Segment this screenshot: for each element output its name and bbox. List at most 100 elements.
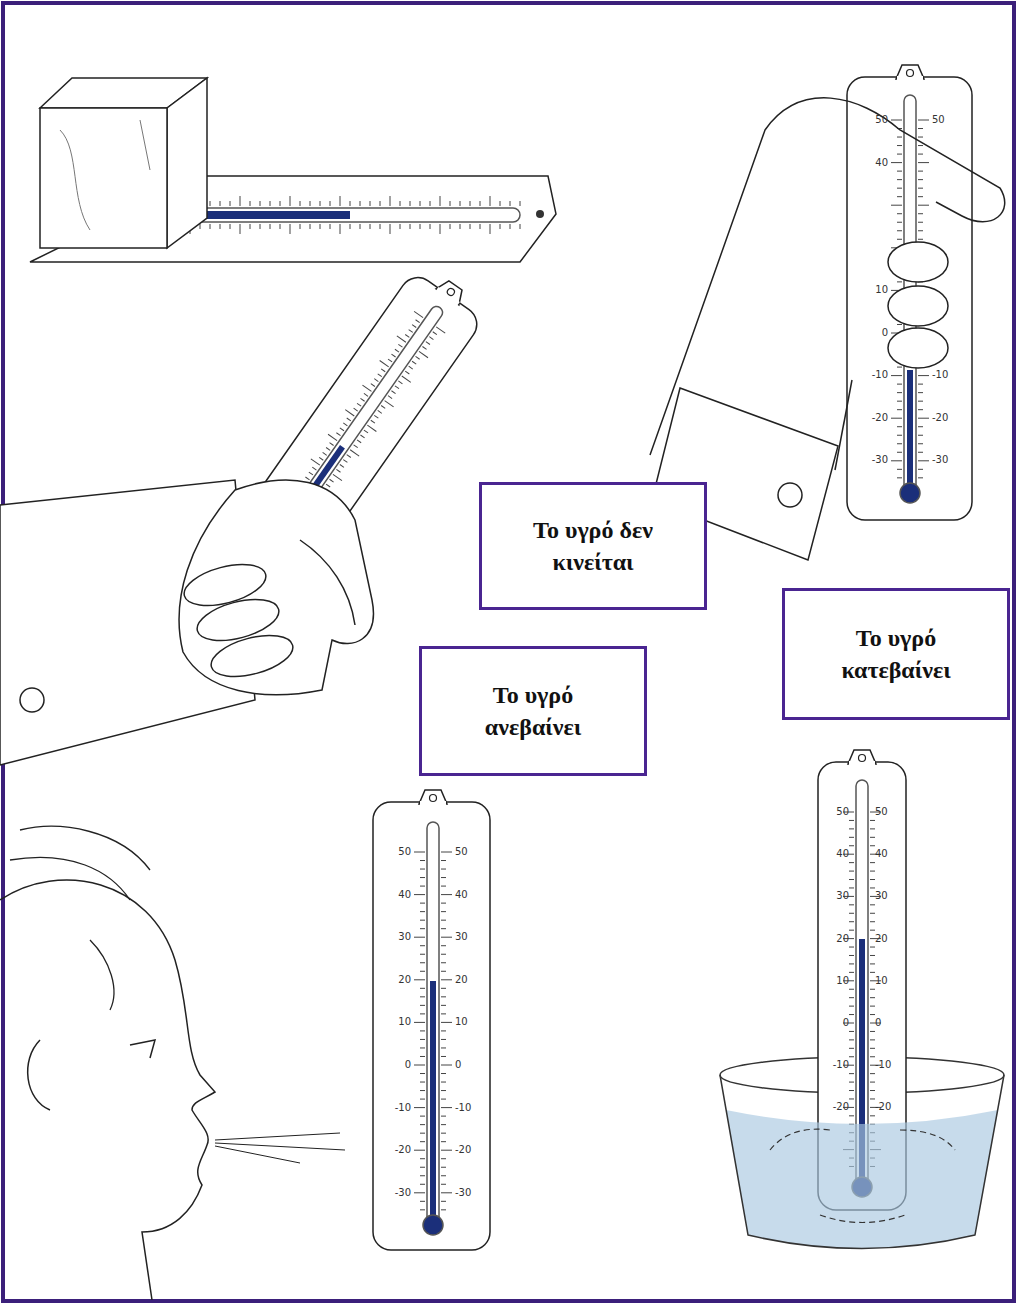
scale-tick [420, 945, 425, 946]
scale-tick [441, 1116, 446, 1117]
scale-number: 0 [381, 1058, 411, 1072]
scale-tick [870, 1073, 875, 1074]
caption-box: Το υγρό δεν κινείται [479, 482, 707, 610]
scale-tick [441, 1082, 446, 1083]
scale-tick [354, 408, 358, 411]
scale-tick [441, 1107, 452, 1108]
scale-number: 50 [875, 805, 905, 819]
scale-tick [400, 224, 401, 229]
scale-number: 10 [819, 974, 849, 988]
scale-tick [897, 384, 902, 385]
scale-tick [320, 201, 321, 206]
scale-tick [870, 820, 875, 821]
water [726, 1110, 998, 1249]
scale-tick [849, 1098, 854, 1099]
scale-tick [520, 201, 521, 206]
scale-tick [849, 1115, 854, 1116]
scale-tick [357, 403, 361, 406]
scale-tick [420, 1013, 425, 1014]
scale-tick [891, 375, 902, 376]
finger [207, 628, 297, 685]
scale-tick [897, 426, 902, 427]
scale-tick [420, 928, 425, 929]
scale-tick [897, 401, 902, 402]
scale-number: 10 [875, 974, 905, 988]
scale-tick [400, 201, 401, 206]
scale-tick [220, 224, 221, 229]
scale-tick [849, 1073, 854, 1074]
scale-tick [414, 311, 423, 317]
scale-number: 50 [932, 113, 962, 127]
thermometer-liquid [430, 981, 436, 1225]
scale-tick [441, 1133, 446, 1134]
scale-tick [340, 464, 344, 467]
scale-tick [420, 1090, 425, 1091]
scale-tick [441, 1022, 452, 1023]
scale-number: -10 [381, 1101, 411, 1115]
scale-tick [849, 879, 854, 880]
scale-tick [897, 230, 902, 231]
scale-tick [441, 954, 446, 955]
scale-tick [891, 205, 902, 206]
scale-tick [385, 401, 394, 407]
scale-tick [510, 201, 511, 206]
scale-tick [441, 945, 446, 946]
scale-tick [441, 1013, 446, 1014]
scale-tick [849, 1056, 854, 1057]
scale-tick [319, 457, 323, 460]
scale-tick [441, 1175, 446, 1176]
scale-tick [441, 1039, 446, 1040]
scale-tick [441, 1056, 446, 1057]
scale-tick [330, 479, 334, 482]
scale-tick [220, 201, 221, 206]
scale-number: 0 [875, 1016, 905, 1030]
scale-tick [450, 224, 451, 229]
scale-tick [441, 1209, 446, 1210]
scale-tick [480, 201, 481, 206]
eye [130, 1040, 155, 1058]
scale-number: -30 [932, 453, 962, 467]
scale-tick [230, 224, 231, 229]
scale-tick [441, 1005, 446, 1006]
scale-tick [270, 224, 271, 229]
scale-tick [441, 1124, 446, 1125]
scale-tick [330, 201, 331, 206]
scale-tick [426, 342, 430, 345]
scale-tick [849, 972, 854, 973]
scale-tick [414, 937, 425, 938]
scale-tick [409, 330, 413, 333]
scale-tick [870, 1082, 875, 1083]
scale-tick [420, 971, 425, 972]
thermometer-body [847, 77, 972, 520]
scale-tick [897, 281, 902, 282]
scale-tick [897, 409, 902, 410]
scale-tick [870, 947, 875, 948]
scale-tick [897, 196, 902, 197]
scale-tick [381, 369, 385, 372]
scale-number: -20 [819, 1100, 849, 1114]
thermometer-liquid [907, 370, 913, 493]
scale-tick [412, 325, 416, 328]
scale-tick [416, 356, 420, 359]
scale-tick [849, 1014, 854, 1015]
scale-tick [360, 435, 364, 438]
scale-tick [300, 201, 301, 206]
scale-tick [918, 128, 923, 129]
scale-tick [441, 937, 452, 938]
scale-number: 50 [858, 113, 888, 127]
scale-tick [390, 224, 391, 234]
scale-tick [402, 376, 411, 382]
scale-tick [420, 1133, 425, 1134]
scale-tick [441, 1184, 446, 1185]
scale-tick [897, 239, 902, 240]
scale-tick [391, 391, 395, 394]
scale-tick [433, 332, 437, 335]
scale-tick [918, 426, 923, 427]
scale-tick [440, 196, 441, 206]
scale-tick [420, 954, 425, 955]
scale-tick [450, 201, 451, 206]
scale-number: 20 [455, 973, 485, 987]
scale-number: 10 [381, 1015, 411, 1029]
scale-tick [500, 224, 501, 229]
scale-tick [345, 410, 354, 416]
